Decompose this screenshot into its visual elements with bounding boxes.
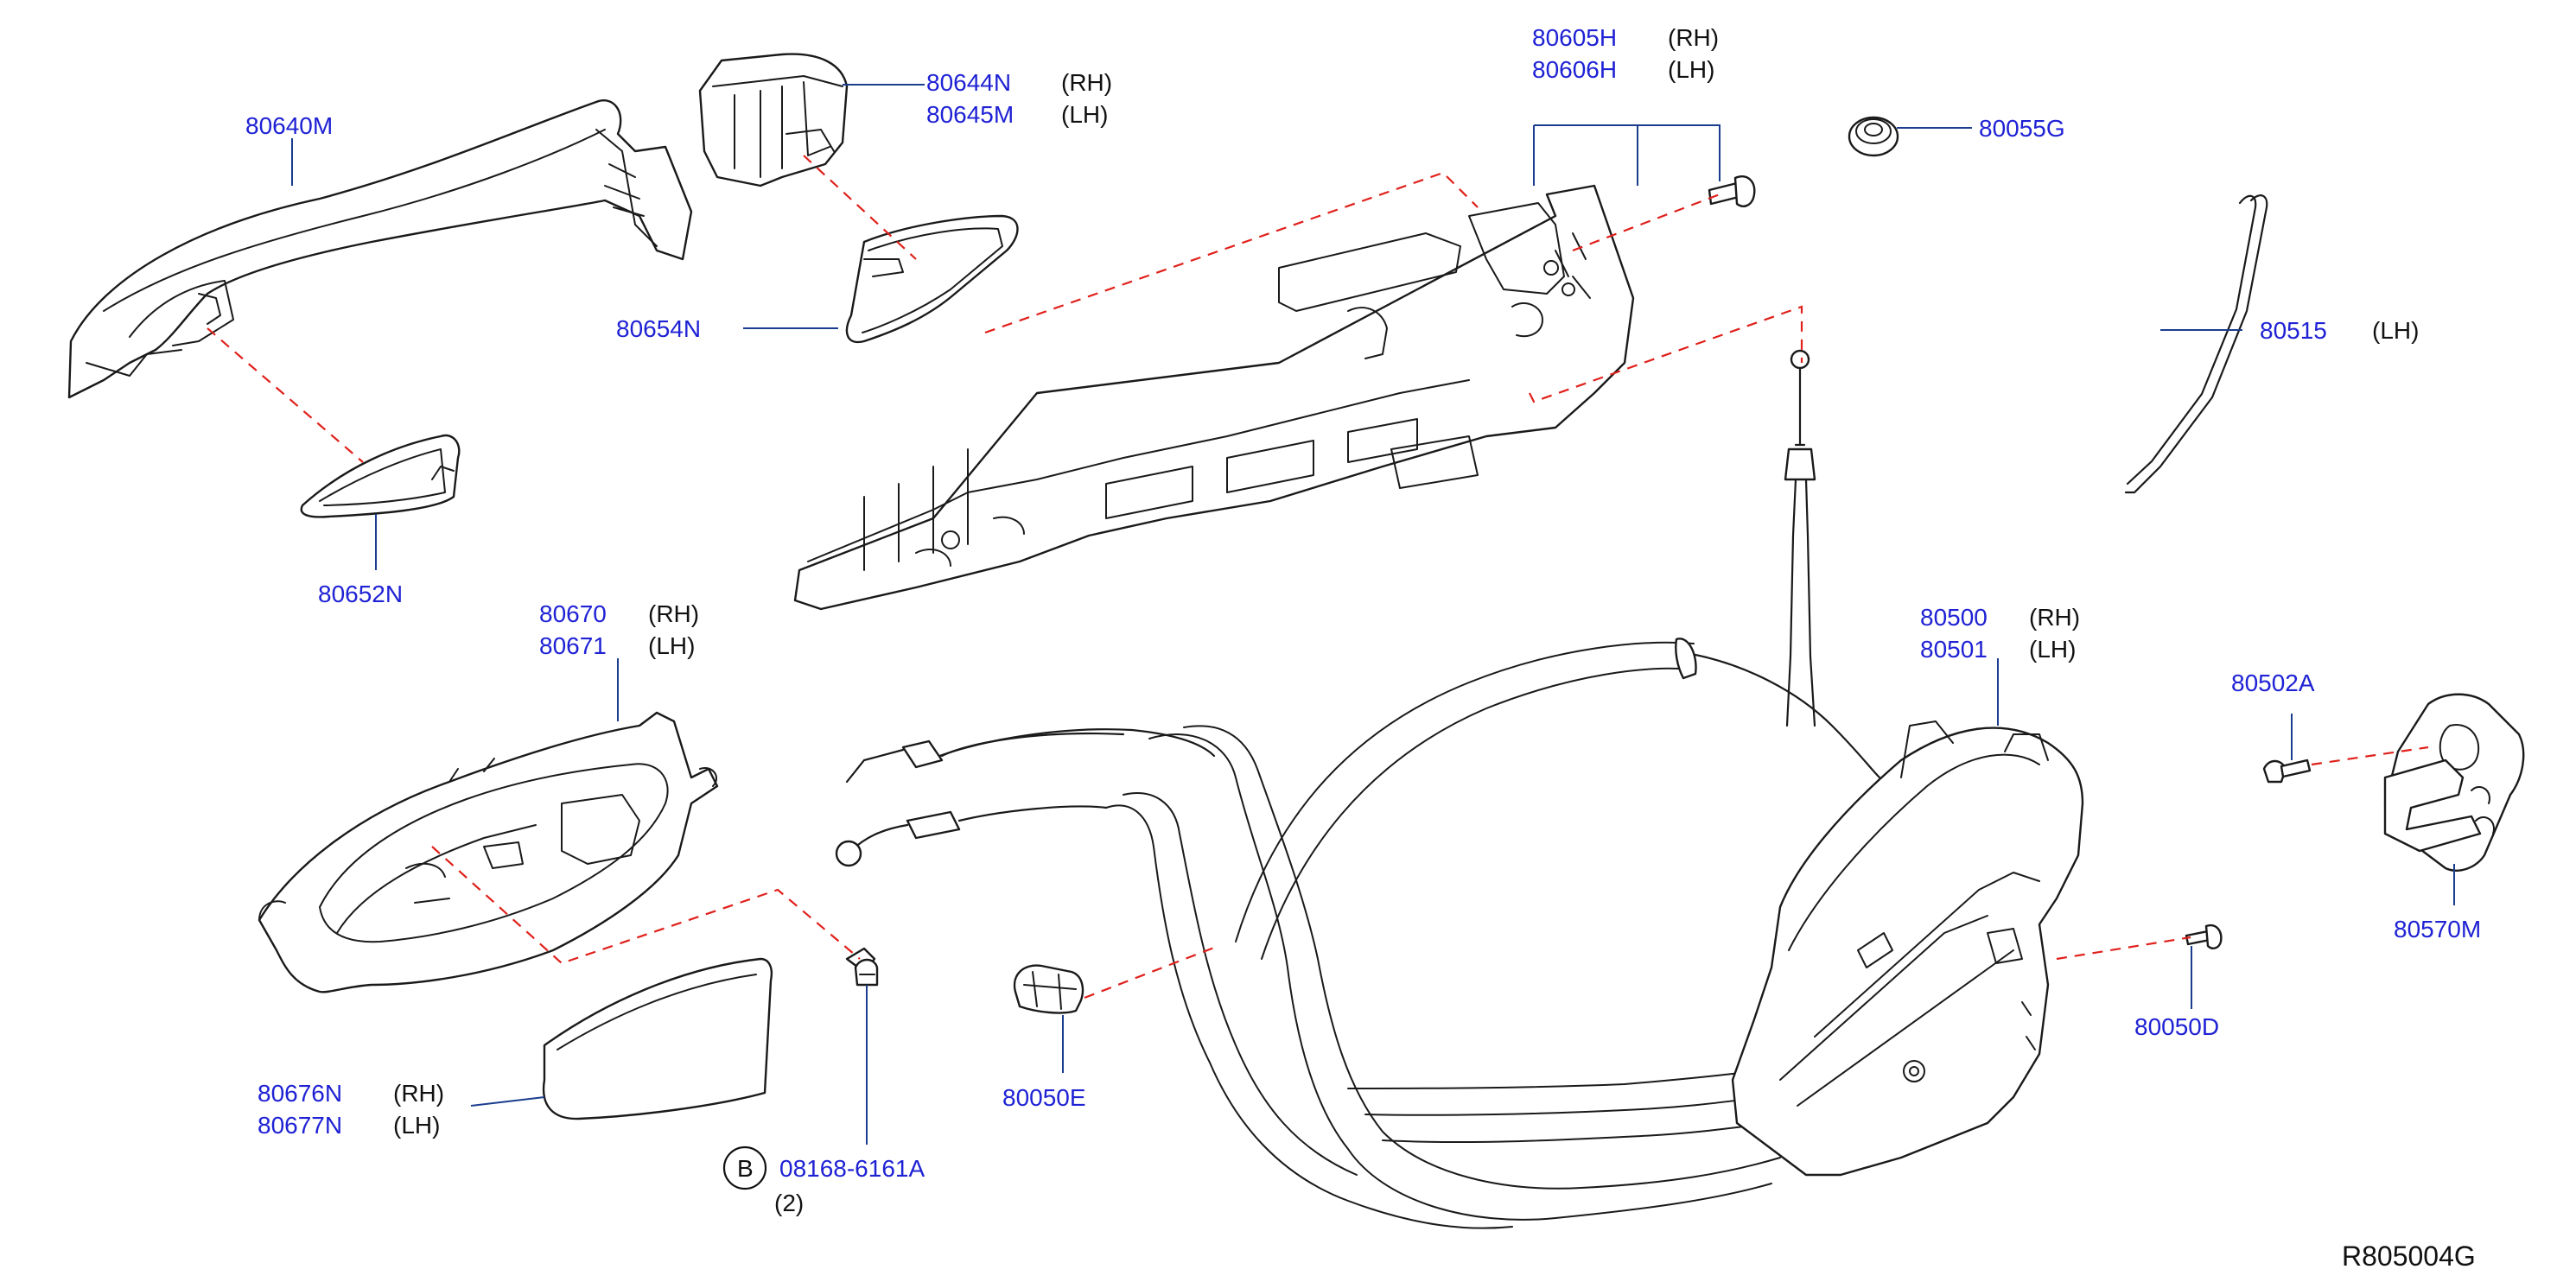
handle-cover-drawing [698, 53, 849, 187]
label-80644N-side: (RH) [1061, 69, 1112, 96]
label-08168-6161A[interactable]: 08168-6161A [779, 1155, 925, 1182]
leader-lines [291, 84, 2455, 1145]
label-80676N-side: (RH) [393, 1080, 444, 1107]
label-bolt-letter: B [737, 1155, 754, 1182]
label-80605H-side: (RH) [1668, 24, 1719, 51]
grommet-drawing [1848, 116, 1899, 157]
alignment-guides [207, 155, 2429, 1000]
label-80605H[interactable]: 80605H [1532, 24, 1617, 51]
striker-screw-drawing [2262, 758, 2312, 784]
label-80671[interactable]: 80671 [539, 632, 607, 659]
label-80670-side: (RH) [648, 600, 699, 627]
label-80677N[interactable]: 80677N [258, 1112, 342, 1139]
label-80654N[interactable]: 80654N [616, 315, 701, 342]
handle-gasket-drawing [845, 214, 1019, 344]
frame-screw-drawing [1708, 175, 1756, 207]
label-80644N[interactable]: 80644N [926, 69, 1011, 96]
label-80055G[interactable]: 80055G [1979, 115, 2065, 142]
clip-drawing [845, 947, 879, 987]
label-80677N-side: (LH) [393, 1112, 440, 1139]
label-80606H[interactable]: 80606H [1532, 56, 1617, 83]
bolt-type-circle [722, 1146, 767, 1190]
outside-handle-drawing [67, 99, 693, 399]
label-80645M[interactable]: 80645M [926, 101, 1014, 128]
cable-clip-drawing [1013, 964, 1084, 1014]
lock-rod-drawing [2124, 194, 2268, 494]
label-80570M[interactable]: 80570M [2394, 916, 2481, 942]
inside-handle-drawing [258, 711, 719, 993]
label-80501[interactable]: 80501 [1920, 636, 1988, 663]
label-80500-side: (RH) [2029, 604, 2080, 631]
escutcheon-drawing [300, 434, 461, 518]
label-80676N[interactable]: 80676N [258, 1080, 342, 1107]
inside-handle-cover-drawing [542, 957, 773, 1120]
label-80515-side: (LH) [2372, 317, 2419, 344]
label-80502A[interactable]: 80502A [2231, 670, 2315, 696]
label-80645M-side: (LH) [1061, 101, 1108, 128]
lock-screw-drawing [2185, 923, 2223, 949]
label-80500[interactable]: 80500 [1920, 604, 1988, 631]
handle-frame-drawing [793, 184, 1635, 611]
label-80671-side: (LH) [648, 632, 695, 659]
label-80515[interactable]: 80515 [2260, 317, 2327, 344]
label-80670[interactable]: 80670 [539, 600, 607, 627]
label-08168-quantity: (2) [774, 1190, 804, 1216]
door-lock-actuator-drawing [1731, 720, 2084, 1177]
part-labels: 80640M 80644N (RH) 80645M (LH) 80605H (R… [245, 24, 2481, 1272]
label-80640M[interactable]: 80640M [245, 112, 333, 139]
door-striker-drawing [2383, 693, 2525, 872]
label-80501-side: (LH) [2029, 636, 2076, 663]
label-80050D[interactable]: 80050D [2134, 1013, 2219, 1040]
label-80652N[interactable]: 80652N [318, 581, 403, 607]
label-80050E[interactable]: 80050E [1002, 1084, 1086, 1111]
diagram-reference: R805004G [2342, 1241, 2476, 1272]
cable-assembly-drawing [835, 349, 1881, 1229]
label-80606H-side: (LH) [1668, 56, 1714, 83]
